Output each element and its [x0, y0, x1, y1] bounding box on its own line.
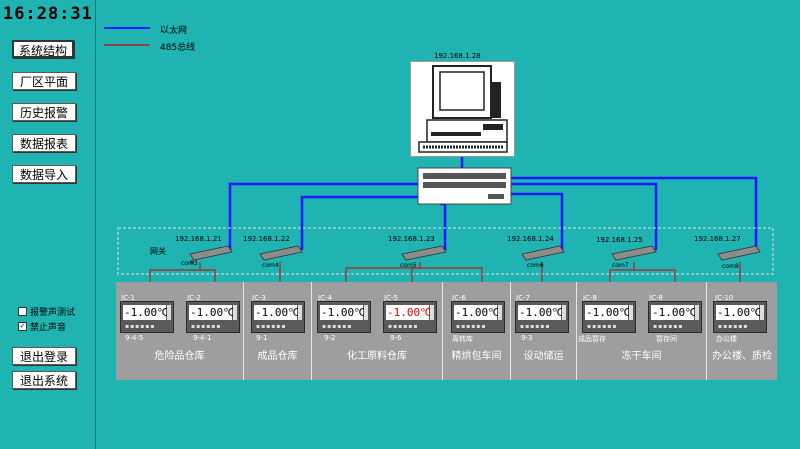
controller-5[interactable]: -1.00℃ ▪▪▪▪▪▪: [383, 301, 437, 333]
controller-8-location: 成品暂存: [578, 335, 606, 343]
controller-5-keys-icon: ▪▪▪▪▪▪: [388, 323, 419, 330]
alarm-test-box[interactable]: [18, 307, 27, 316]
legend-ethernet-label: 以太网: [160, 26, 188, 36]
clock: 16:28:31: [3, 4, 93, 24]
gateway-area-label: 网关: [150, 247, 166, 256]
controller-2-reading: -1.00℃: [189, 305, 236, 320]
zone-name-6: 冻干车间: [621, 351, 662, 362]
controller-6-keys-icon: ▪▪▪▪▪▪: [456, 323, 487, 330]
controller-1[interactable]: -1.00℃ ▪▪▪▪▪▪: [120, 301, 174, 333]
controller-2-id: JC-2: [187, 294, 201, 302]
controller-9-reading: -1.00℃: [651, 305, 698, 320]
gateway-6-ip: 192.168.1.27: [694, 235, 741, 243]
gateway-3-ip: 192.168.1.23: [388, 235, 435, 243]
server-computer-icon: [410, 61, 515, 157]
controller-7-reading: -1.00℃: [518, 305, 565, 320]
controller-3[interactable]: -1.00℃ ▪▪▪▪▪▪: [251, 301, 305, 333]
gateway-4-ip: 192.168.1.24: [507, 235, 554, 243]
controller-8[interactable]: -1.00℃ ▪▪▪▪▪▪: [582, 301, 636, 333]
gateway-5-icon: [611, 245, 657, 261]
controller-4-location: 9-2: [324, 334, 336, 342]
zone-name-1: 危险品仓库: [154, 351, 205, 362]
gateway-4-com: com6: [527, 262, 544, 269]
logout-button[interactable]: 退出登录: [12, 347, 76, 365]
mute-label: 禁止声音: [30, 323, 67, 333]
controller-6-reading: -1.00℃: [454, 305, 501, 320]
controller-9[interactable]: -1.00℃ ▪▪▪▪▪▪: [648, 301, 702, 333]
controller-4-id: JC-4: [318, 294, 332, 302]
controller-10-keys-icon: ▪▪▪▪▪▪: [718, 323, 749, 330]
controller-1-id: JC-1: [121, 294, 135, 302]
controller-1-location: 9-4-5: [125, 334, 144, 342]
gateway-2-com: com4: [262, 262, 279, 269]
gateway-5-ip: 192.168.1.25: [596, 236, 643, 244]
controller-7-keys-icon: ▪▪▪▪▪▪: [520, 323, 551, 330]
gateway-1-com: com3: [181, 260, 198, 267]
gateway-2-icon: [259, 245, 303, 261]
gateway-devices: [189, 245, 761, 264]
server-ip: 192.168.1.28: [434, 52, 481, 60]
zone-name-3: 化工原料仓库: [347, 351, 407, 362]
gateway-1-ip: 192.168.1.21: [175, 235, 222, 243]
controller-4[interactable]: -1.00℃ ▪▪▪▪▪▪: [317, 301, 371, 333]
mute-box[interactable]: ✓: [18, 322, 27, 331]
controller-6[interactable]: -1.00℃ ▪▪▪▪▪▪: [451, 301, 505, 333]
gateway-2-ip: 192.168.1.22: [243, 235, 290, 243]
ethernet-switch: [417, 167, 512, 205]
zone-name-5: 设动储运: [523, 351, 564, 362]
zone-name-2: 成品仓库: [257, 351, 298, 362]
controller-7-id: JC-7: [516, 294, 530, 302]
controller-9-keys-icon: ▪▪▪▪▪▪: [653, 323, 684, 330]
gateway-4-icon: [521, 245, 565, 261]
sidebar: 16:28:31 系统结构 厂区平面 历史报警 数据报表 数据导入 报警声测试 …: [0, 0, 96, 449]
nav-data-report-button[interactable]: 数据报表: [12, 134, 76, 152]
controller-10-location: 办公楼: [716, 335, 737, 343]
controller-8-keys-icon: ▪▪▪▪▪▪: [587, 323, 618, 330]
nav-plant-plan-button[interactable]: 厂区平面: [12, 72, 76, 90]
zone-name-4: 精烘包车间: [451, 351, 502, 362]
controller-7-location: 9-3: [521, 334, 533, 342]
controller-2-keys-icon: ▪▪▪▪▪▪: [191, 323, 222, 330]
controller-8-reading: -1.00℃: [585, 305, 632, 320]
gateway-3-com: com5: [400, 262, 417, 269]
controller-5-id: JC-5: [384, 294, 398, 302]
mute-sound-checkbox[interactable]: ✓ 禁止声音: [18, 320, 66, 333]
controller-10-id: JC-10: [715, 294, 734, 302]
exit-system-button[interactable]: 退出系统: [12, 371, 76, 389]
alarm-sound-test-checkbox[interactable]: 报警声测试: [18, 305, 75, 318]
nav-system-structure-button[interactable]: 系统结构: [12, 40, 74, 58]
controller-2-location: 9-4-1: [193, 334, 212, 342]
gateway-3-icon: [401, 245, 447, 261]
controller-7[interactable]: -1.00℃ ▪▪▪▪▪▪: [515, 301, 569, 333]
controller-2[interactable]: -1.00℃ ▪▪▪▪▪▪: [186, 301, 240, 333]
nav-history-alarm-button[interactable]: 历史报警: [12, 103, 76, 121]
controller-4-keys-icon: ▪▪▪▪▪▪: [322, 323, 353, 330]
controller-8-id: JC-8: [583, 294, 597, 302]
gateway-5-com: com7: [612, 262, 629, 269]
alarm-test-label: 报警声测试: [30, 308, 76, 318]
controller-1-reading: -1.00℃: [123, 305, 170, 320]
controller-9-id: JC-8: [649, 294, 663, 302]
controller-6-id: JC-6: [452, 294, 466, 302]
controller-9-location: 暂存间: [656, 335, 677, 343]
controller-10-reading: -1.00℃: [716, 305, 763, 320]
controller-3-keys-icon: ▪▪▪▪▪▪: [256, 323, 287, 330]
zone-name-7: 办公楼、质检: [712, 351, 772, 362]
controller-3-location: 9-1: [256, 334, 268, 342]
controller-1-keys-icon: ▪▪▪▪▪▪: [125, 323, 156, 330]
gateway-1-icon: [189, 245, 233, 261]
legend-bus-label: 485总线: [160, 43, 196, 53]
gateway-6-com: com8: [722, 263, 739, 270]
controller-10[interactable]: -1.00℃ ▪▪▪▪▪▪: [713, 301, 767, 333]
controller-3-id: JC-3: [252, 294, 266, 302]
controller-3-reading: -1.00℃: [254, 305, 301, 320]
controller-4-reading: -1.00℃: [320, 305, 367, 320]
controller-5-location: 9-6: [390, 334, 402, 342]
gateway-area: [117, 227, 774, 275]
controller-6-location: 周转库: [452, 335, 473, 343]
gateway-6-icon: [717, 245, 761, 261]
controller-5-reading: -1.00℃: [386, 305, 433, 320]
nav-data-import-button[interactable]: 数据导入: [12, 165, 76, 183]
